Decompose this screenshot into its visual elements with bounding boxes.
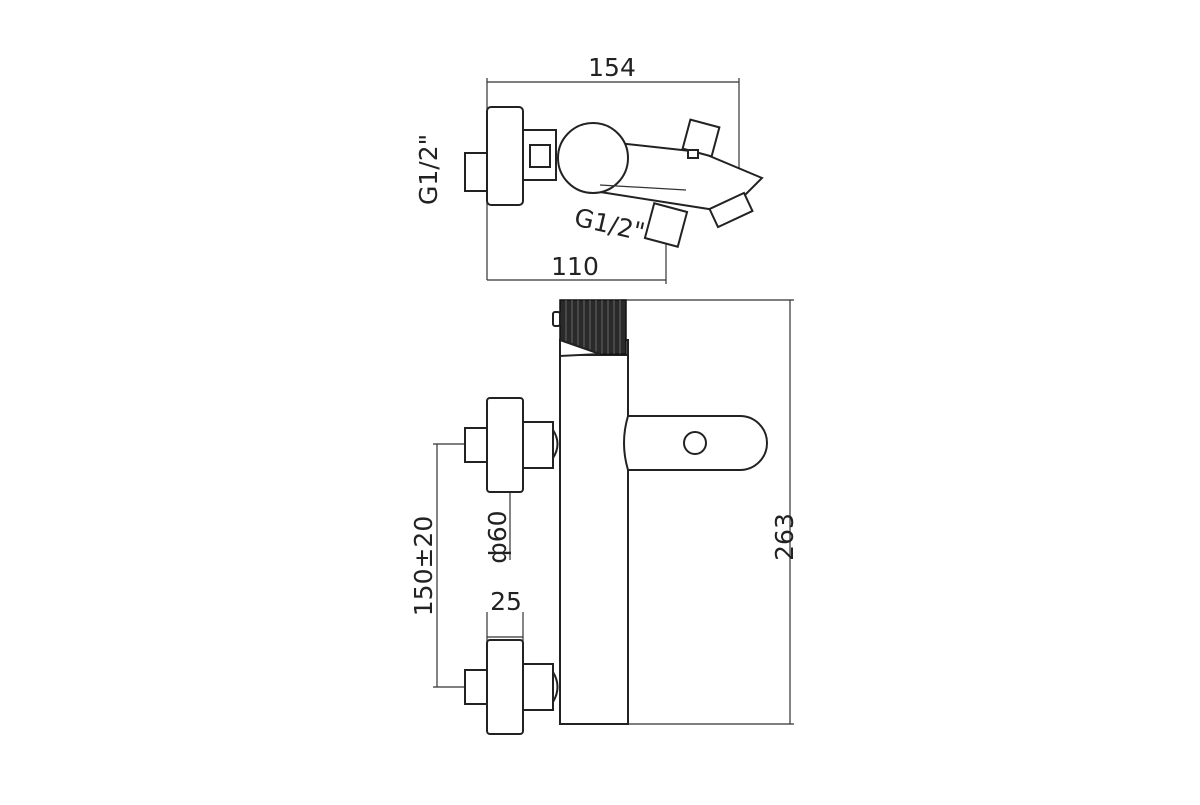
top-view: 154 110 G1/2" G1/2" [414, 53, 764, 284]
wall-flange-top [486, 106, 524, 206]
lower-inlet-front [464, 669, 488, 705]
shower-outlet-top [643, 201, 689, 249]
inlet-pipe-top [464, 152, 488, 192]
dimension-263: 263 [620, 299, 799, 725]
upper-flange-front [486, 397, 524, 493]
handle-knurl-lines [565, 300, 621, 354]
upper-inlet-front [464, 427, 488, 463]
label-inlet-thread: G1/2" [414, 134, 443, 205]
label-width-154: 154 [588, 53, 636, 82]
dimension-150: 150±20 [409, 443, 470, 688]
leader-outlet [599, 184, 687, 191]
lower-flange-front [486, 639, 524, 735]
front-view: 263 150±20 25 ф60 [409, 299, 799, 735]
diverter-stem-top [687, 149, 699, 159]
label-diameter-60: ф60 [483, 510, 512, 563]
lower-union-front [552, 668, 559, 706]
handle-cap-front [552, 311, 561, 327]
label-depth-25: 25 [490, 587, 522, 616]
dimension-110: 110 [487, 240, 667, 284]
connector-nut-top [529, 144, 551, 168]
handle-bevel-front [559, 338, 601, 358]
label-outlet-thread: G1/2" [572, 203, 648, 247]
mixer-body-top [557, 122, 629, 194]
label-height-263: 263 [770, 513, 799, 561]
label-centres-150: 150±20 [409, 516, 438, 616]
aerator-top [708, 191, 754, 229]
upper-nut-front [522, 421, 554, 469]
diverter-button-front [683, 431, 707, 455]
label-depth-110: 110 [551, 252, 599, 281]
lower-nut-front [522, 663, 554, 711]
mixer-body-front [559, 354, 629, 725]
upper-union-front [552, 426, 559, 462]
